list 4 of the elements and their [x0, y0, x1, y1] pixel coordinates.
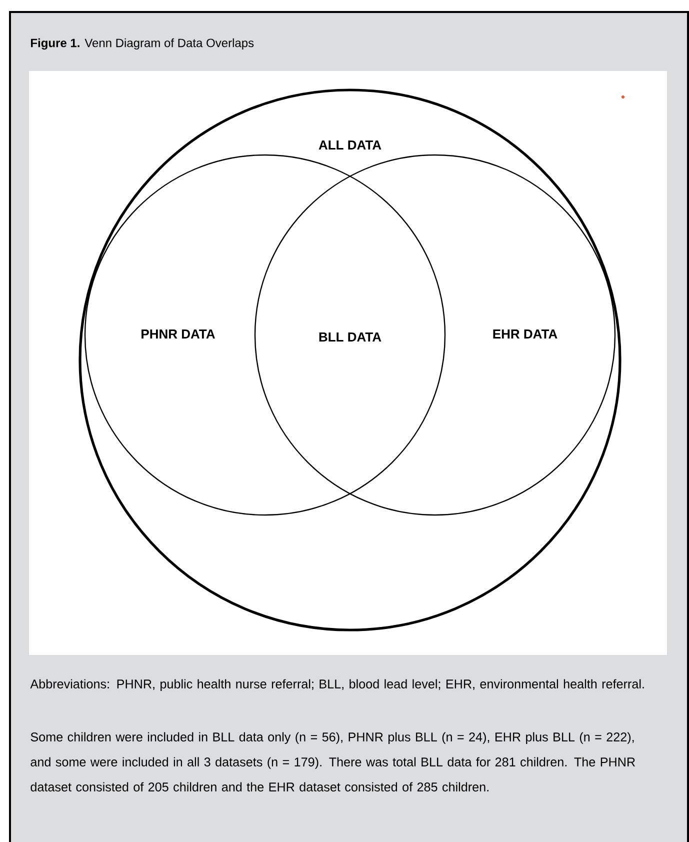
region-label: BLL DATA	[319, 332, 382, 342]
caption-paragraph: Abbreviations: PHNR, public health nurse referral; BLL, blood lead level; EHR, environmental health referral.	[30, 679, 644, 691]
caption-paragraph: Some children were included in BLL data only (n = 56), PHNR plus BLL (n = 24), EHR plus BLL (n = 222), and some were included in all 3 datasets (n = 179). There was total BLL data for 281 children. The PHNR dataset consisted of 205 children and the EHR dataset consisted of 285 children.	[30, 732, 635, 792]
figure-title: Figure 1. Venn Diagram of Data Overlaps	[31, 38, 254, 50]
